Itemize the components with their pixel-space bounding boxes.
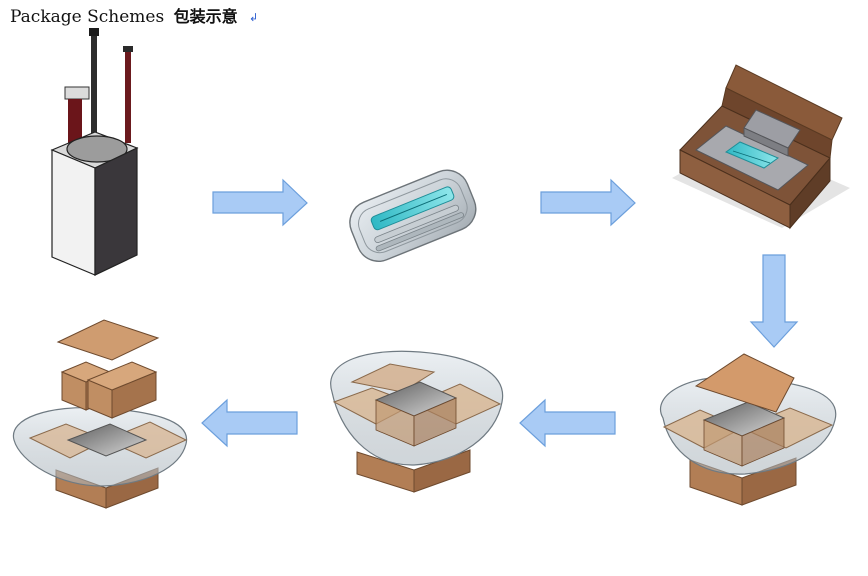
cardboard-lid [56,319,160,361]
arrow-left-icon [519,398,616,448]
product-rod-red [125,48,131,143]
inner-box-side [789,156,831,230]
return-mark-icon: ↲ [249,11,259,24]
arrow-left-icon [201,398,298,448]
product-side-face [94,147,138,276]
arrow-down-icon [749,254,799,348]
bubble-wrapped-product-illustration [349,169,477,262]
product-front-face [51,149,96,276]
product-rod [91,30,97,135]
arrow-right-icon [212,178,308,227]
arrow-right-icon [540,178,636,227]
product-top-cylinder [66,135,128,163]
cardboard-lid [694,353,795,413]
product-rod-cap [89,28,99,36]
outer-box-with-bag-illustration [330,350,504,493]
title-chinese: 包装示意 [173,7,238,26]
outer-box-with-bag-and-lid-illustration [660,353,837,506]
product-illustration [50,28,139,276]
product-in-inner-box-illustration [672,64,850,230]
title-english: Package Schemes [10,7,165,27]
page-title: Package Schemes 包装示意 ↲ [10,3,258,27]
sealed-boxes-into-outer-box-illustration [12,319,188,509]
product-connector [64,86,90,100]
